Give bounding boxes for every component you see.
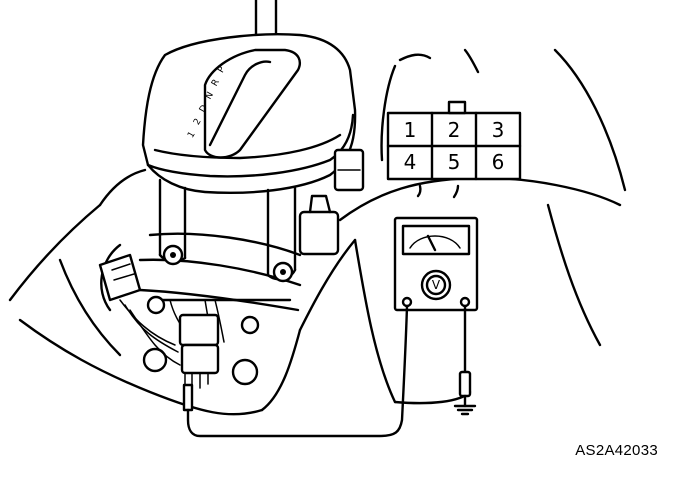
gear-label: P [216, 65, 228, 75]
voltmeter: V [393, 216, 479, 312]
pin-label: 6 [492, 150, 505, 174]
pin-label: 5 [448, 150, 461, 174]
ground-icon [453, 404, 477, 416]
shift-housing: P R N D 2 1 [141, 33, 357, 195]
wire-harness [119, 299, 225, 412]
gear-label: N [204, 91, 216, 102]
pin-label: 4 [404, 150, 417, 174]
pin-label: 3 [492, 118, 505, 142]
bolt-icon [231, 358, 259, 386]
gear-label: 2 [192, 117, 204, 127]
bolt-icon [142, 347, 168, 373]
gear-label: R [210, 78, 222, 88]
connector-face: 1 2 3 4 5 6 [386, 100, 522, 199]
pin-label: 2 [448, 118, 461, 142]
test-leads [186, 304, 472, 438]
connector-icon [180, 343, 220, 375]
pin-label: 1 [404, 118, 417, 142]
bolt-icon [240, 315, 260, 335]
mounting-posts [138, 178, 302, 386]
meter-mode-symbol: V [432, 278, 441, 292]
bolt-icon [146, 295, 166, 315]
position-switch [98, 148, 365, 302]
figure-code: AS2A42033 [575, 442, 658, 459]
connector-icon [178, 313, 220, 347]
console-body [8, 48, 627, 416]
gear-label: 1 [186, 130, 198, 140]
gear-label: D [198, 103, 210, 114]
